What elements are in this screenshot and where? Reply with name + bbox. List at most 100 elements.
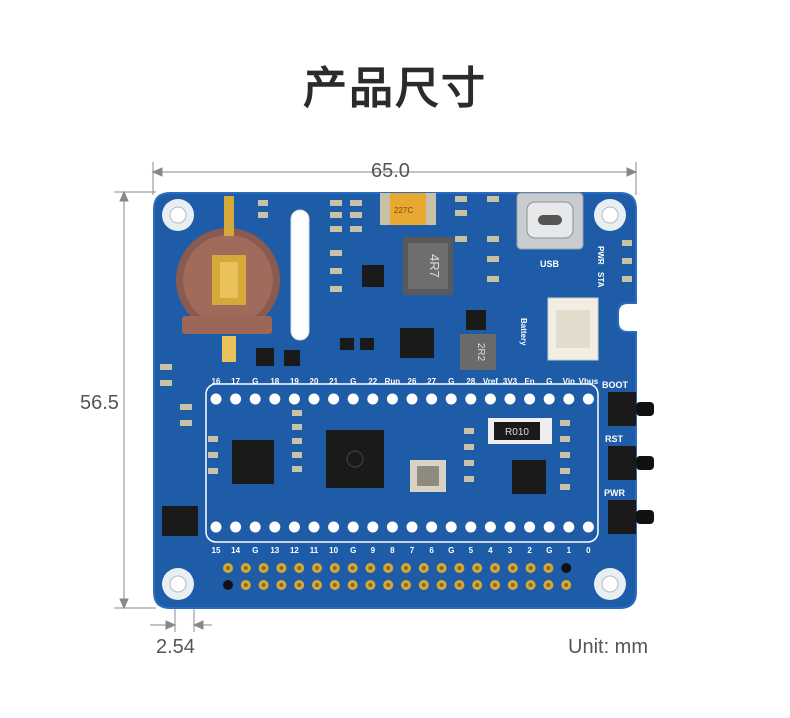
pin-pad xyxy=(308,521,320,533)
upper-ics xyxy=(256,265,486,366)
header-pin-hole xyxy=(510,583,515,587)
top-pin-label: 19 xyxy=(290,377,299,386)
pin-pad xyxy=(347,393,359,405)
pin-pad xyxy=(465,393,477,405)
top-pin-label: G xyxy=(448,377,454,386)
bottom-pin-label: G xyxy=(546,546,552,555)
bottom-pin-label: 7 xyxy=(410,546,415,555)
top-pin-label: 3V3 xyxy=(503,377,518,386)
top-pin-label: Vin xyxy=(563,377,575,386)
bottom-pin-label: G xyxy=(448,546,454,555)
top-pin-label: Vref xyxy=(483,377,498,386)
pin-pad xyxy=(582,393,594,405)
top-pin-label: En xyxy=(524,377,534,386)
header-pin-hole xyxy=(261,583,266,587)
width-dimension xyxy=(151,162,638,195)
pin-pad xyxy=(465,521,477,533)
button-pwr-label: PWR xyxy=(604,488,625,498)
pin-pad xyxy=(367,393,379,405)
pin-pad xyxy=(288,393,300,405)
bottom-pin-label: 12 xyxy=(290,546,299,555)
pin-pad xyxy=(249,393,261,405)
inductor-4r7: 4R7 xyxy=(403,237,453,295)
cap-label: 227C xyxy=(394,206,413,215)
header-pin-hole xyxy=(404,583,408,587)
pin-pad xyxy=(328,521,340,533)
top-pin-label: Run xyxy=(385,377,401,386)
bottom-pin-label: G xyxy=(350,546,356,555)
header-pin-hole xyxy=(457,583,462,587)
resistor-label: R010 xyxy=(505,427,529,438)
top-pin-label: 27 xyxy=(427,377,436,386)
header-pin-hole xyxy=(243,583,248,587)
header-pin-hole xyxy=(404,566,408,570)
header-pin-hole xyxy=(439,583,444,587)
header-pin-hole xyxy=(368,566,373,570)
top-pin-label: 28 xyxy=(466,377,475,386)
pin-pad xyxy=(367,521,379,533)
pin-pad xyxy=(249,521,261,533)
header-pin-hole xyxy=(226,566,230,570)
header-pin-hole xyxy=(493,583,497,587)
page-title: 产品尺寸 xyxy=(303,63,487,114)
pin-pad xyxy=(504,521,516,533)
pin-pad xyxy=(543,393,555,405)
bottom-pin-label: 2 xyxy=(527,546,532,555)
header-pin-hole xyxy=(475,566,480,570)
header-pin-hole xyxy=(297,566,302,570)
pin-pad xyxy=(386,393,398,405)
header-pin-hole xyxy=(368,583,373,587)
header-pin-hole xyxy=(386,583,391,587)
pin-pad xyxy=(269,521,281,533)
battery-label: Battery xyxy=(519,318,528,346)
pitch-dimension-label: 2.54 xyxy=(156,636,195,658)
main-ics xyxy=(162,430,546,536)
top-pin-label: 17 xyxy=(231,377,240,386)
height-dimension xyxy=(114,190,156,610)
bottom-pin-label: 11 xyxy=(310,546,319,555)
header-pin-hole xyxy=(475,583,480,587)
pin-pad xyxy=(484,521,496,533)
button-rst-label: RST xyxy=(605,434,624,444)
bottom-pin-label: G xyxy=(252,546,258,555)
status-sta-label: STA xyxy=(596,272,605,288)
board-slot xyxy=(290,209,310,341)
pin-pad xyxy=(210,393,222,405)
header-pin-hole xyxy=(350,583,355,587)
pin-pad xyxy=(524,393,536,405)
pin-pad xyxy=(308,393,320,405)
bottom-pin-label: 3 xyxy=(508,546,513,555)
pin-pad xyxy=(582,521,594,533)
header-pin-hole xyxy=(546,583,551,587)
header-pin-hole xyxy=(528,566,533,570)
inductor-label: 4R7 xyxy=(427,254,442,278)
status-pwr-label: PWR xyxy=(596,246,605,265)
top-pin-label: Vbus xyxy=(579,377,599,386)
header-pin-hole xyxy=(279,566,284,570)
pin-pad xyxy=(406,521,418,533)
battery-connector xyxy=(547,297,599,361)
mounting-holes xyxy=(162,199,626,600)
header-pin-hole xyxy=(350,566,355,570)
width-dimension-label: 65.0 xyxy=(371,160,410,182)
pin-pad xyxy=(210,521,222,533)
pin-pad xyxy=(426,393,438,405)
tantalum-capacitor: 227C xyxy=(380,193,436,225)
pin-pad xyxy=(328,393,340,405)
usb-label: USB xyxy=(540,259,560,269)
bottom-pin-label: 9 xyxy=(371,546,376,555)
pin-pad xyxy=(563,393,575,405)
top-pin-label: G xyxy=(546,377,552,386)
header-pin-hole xyxy=(315,583,319,587)
bottom-pin-label: 5 xyxy=(469,546,474,555)
shunt-resistor: R010 xyxy=(488,418,552,444)
top-pin-label: 16 xyxy=(212,377,221,386)
pin-pad xyxy=(543,521,555,533)
header-pin-hole xyxy=(386,566,391,570)
pin-pad xyxy=(288,521,300,533)
bottom-pin-label: 14 xyxy=(231,546,240,555)
top-pin-label: 22 xyxy=(368,377,377,386)
pin-pad xyxy=(426,521,438,533)
